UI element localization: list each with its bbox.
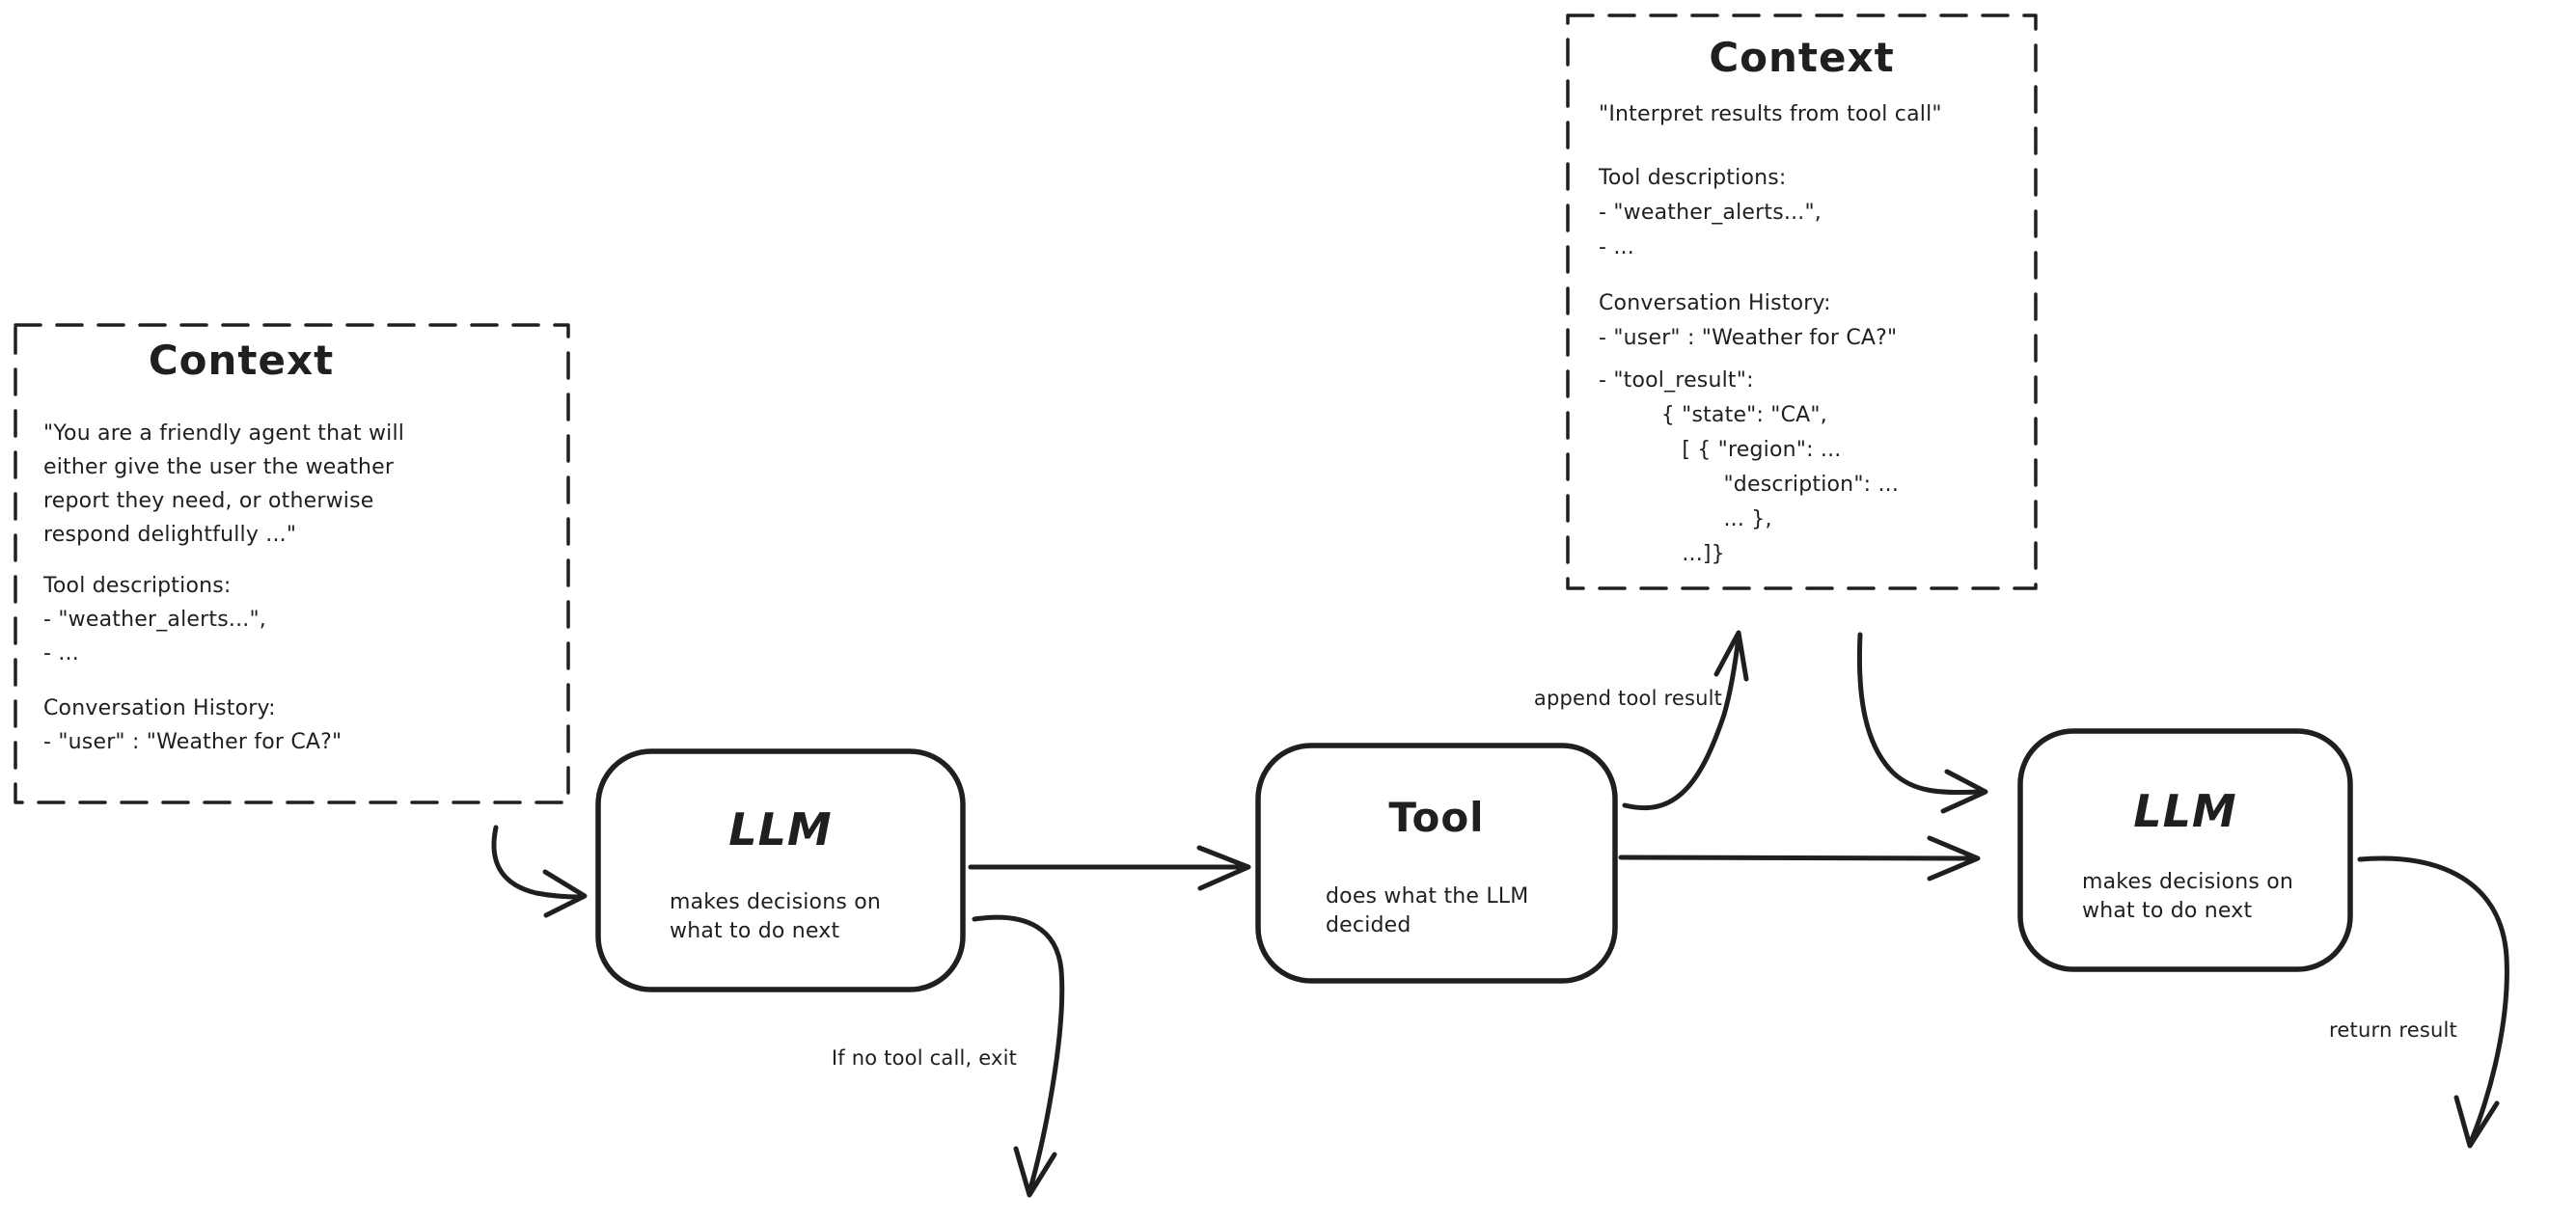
arrow-return-result bbox=[2357, 855, 2509, 1149]
if-no-tool-call-exit-label: If no tool call, exit bbox=[831, 1046, 1018, 1070]
return-result-label: return result bbox=[2329, 1018, 2457, 1042]
context-top-title: Context bbox=[1709, 34, 1895, 81]
context-top-conversation-history: Conversation History: - "user" : "Weathe… bbox=[1599, 291, 1898, 350]
arrow-tool-to-llm2 bbox=[1618, 835, 1981, 882]
context-left-tool-descriptions: Tool descriptions: - "weather_alerts..."… bbox=[43, 574, 266, 665]
arrow-llm1-to-tool bbox=[968, 845, 1251, 891]
context-left-conversation-history: Conversation History: - "user" : "Weathe… bbox=[43, 696, 343, 754]
context-box-left bbox=[14, 323, 570, 804]
tool-node: Tool does what the LLM decided bbox=[1258, 746, 1615, 981]
context-box-top-right bbox=[1566, 14, 2038, 590]
tool-node-title: Tool bbox=[1388, 794, 1485, 841]
arrow-context-to-llm2 bbox=[1856, 632, 1988, 814]
context-top-tool-result: - "tool_result": { "state": "CA", [ { "r… bbox=[1599, 368, 1900, 566]
llm-node-2-title: LLM bbox=[2133, 785, 2237, 837]
llm-node-1: LLM makes decisions on what to do next bbox=[598, 751, 963, 990]
llm-node-1-subtitle: makes decisions on what to do next bbox=[670, 890, 882, 943]
tool-node-box bbox=[1255, 743, 1618, 984]
context-top-right: Context "Interpret results from tool cal… bbox=[1568, 14, 2036, 588]
context-top-system-prompt: "Interpret results from tool call" bbox=[1599, 102, 1942, 126]
llm-node-2-subtitle: makes decisions on what to do next bbox=[2082, 870, 2294, 923]
llm-node-1-title: LLM bbox=[728, 803, 833, 855]
context-left: Context "You are a friendly agent that w… bbox=[14, 324, 569, 803]
append-tool-result-label: append tool result bbox=[1533, 687, 1723, 710]
llm-node-2: LLM makes decisions on what to do next bbox=[2020, 731, 2350, 969]
llm-node-2-box bbox=[2017, 728, 2353, 972]
llm-node-1-box bbox=[595, 748, 966, 992]
arrow-append-tool-result bbox=[1622, 630, 1749, 811]
context-left-system-prompt: "You are a friendly agent that will eith… bbox=[43, 421, 405, 547]
context-left-title: Context bbox=[148, 337, 335, 384]
context-top-tool-descriptions: Tool descriptions: - "weather_alerts..."… bbox=[1599, 166, 1822, 259]
arrow-context-to-llm1 bbox=[491, 825, 588, 918]
arrow-exit-no-tool-call bbox=[972, 914, 1065, 1198]
tool-node-subtitle: does what the LLM decided bbox=[1326, 884, 1529, 937]
